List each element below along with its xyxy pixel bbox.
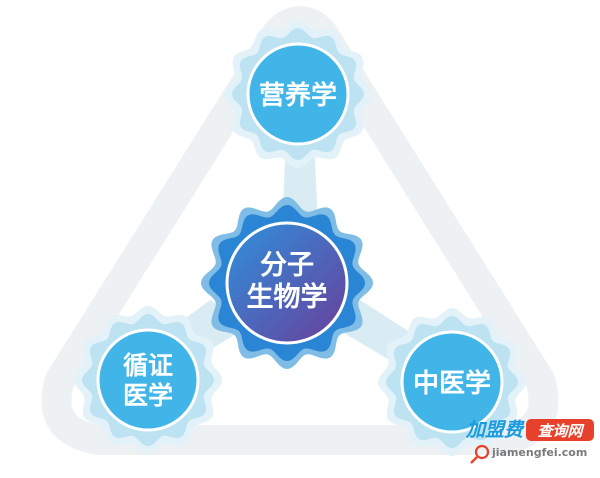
center-node-label-line2: 生物学 bbox=[247, 281, 328, 313]
right-node-label: 中医学 bbox=[413, 368, 491, 399]
watermark-url: jiamengfei.com bbox=[491, 446, 587, 459]
watermark-title-part2: 查询网 bbox=[537, 422, 585, 440]
left-node-label-line1: 循证 bbox=[123, 351, 173, 380]
center-node-circle bbox=[225, 221, 349, 345]
watermark-title-part1: 加盟费 bbox=[465, 419, 525, 441]
left-node-circle bbox=[96, 328, 200, 432]
center-node-label-line1: 分子 bbox=[260, 250, 314, 281]
magnifier-icon-handle bbox=[470, 456, 478, 464]
top-node-circle bbox=[246, 42, 350, 146]
watermark-badge bbox=[526, 419, 594, 441]
left-node-label-line2: 医学 bbox=[123, 381, 173, 410]
magnifier-icon bbox=[474, 444, 490, 460]
right-node-circle bbox=[400, 330, 504, 434]
top-node-label: 营养学 bbox=[259, 80, 337, 111]
watermark: 加盟费 查询网 jiamengfei.com bbox=[465, 419, 594, 464]
